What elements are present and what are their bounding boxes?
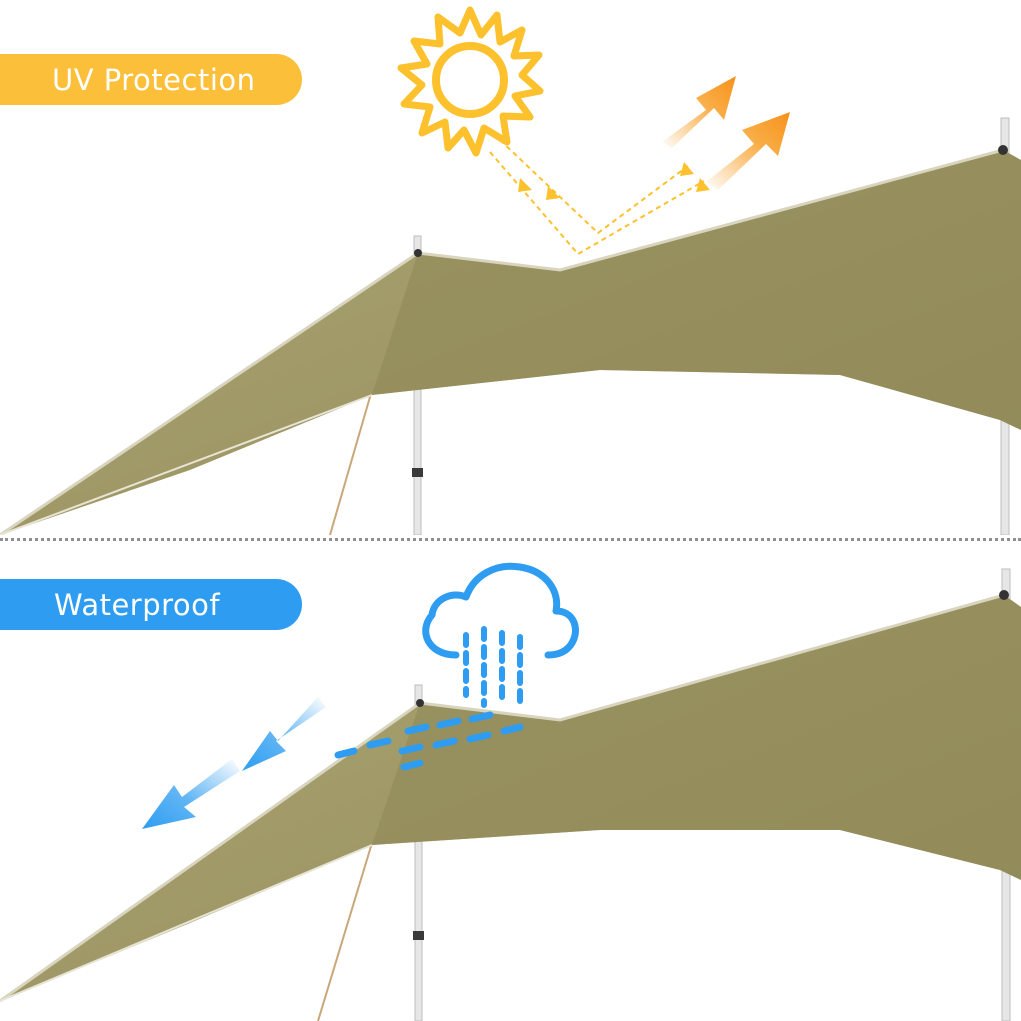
waterproof-scene: [0, 562, 1021, 1021]
tarp-top: [0, 145, 1021, 535]
tarp-bottom: [0, 590, 1021, 1003]
waterproof-panel: Waterproof: [0, 545, 1021, 1021]
rain-cloud-icon: [422, 562, 579, 710]
uv-protection-label: UV Protection: [0, 54, 302, 105]
uv-protection-panel: UV Protection: [0, 6, 1021, 535]
sun-ray-lines: [489, 139, 710, 256]
water-runoff-arrow-icon: [142, 697, 326, 829]
panel-divider: [0, 538, 1021, 541]
heat-arrow-icon: [662, 76, 790, 190]
water-runoff-dashes: [334, 711, 524, 771]
uv-scene: [0, 6, 1021, 535]
waterproof-label: Waterproof: [0, 579, 302, 630]
sun-icon: [397, 6, 544, 157]
